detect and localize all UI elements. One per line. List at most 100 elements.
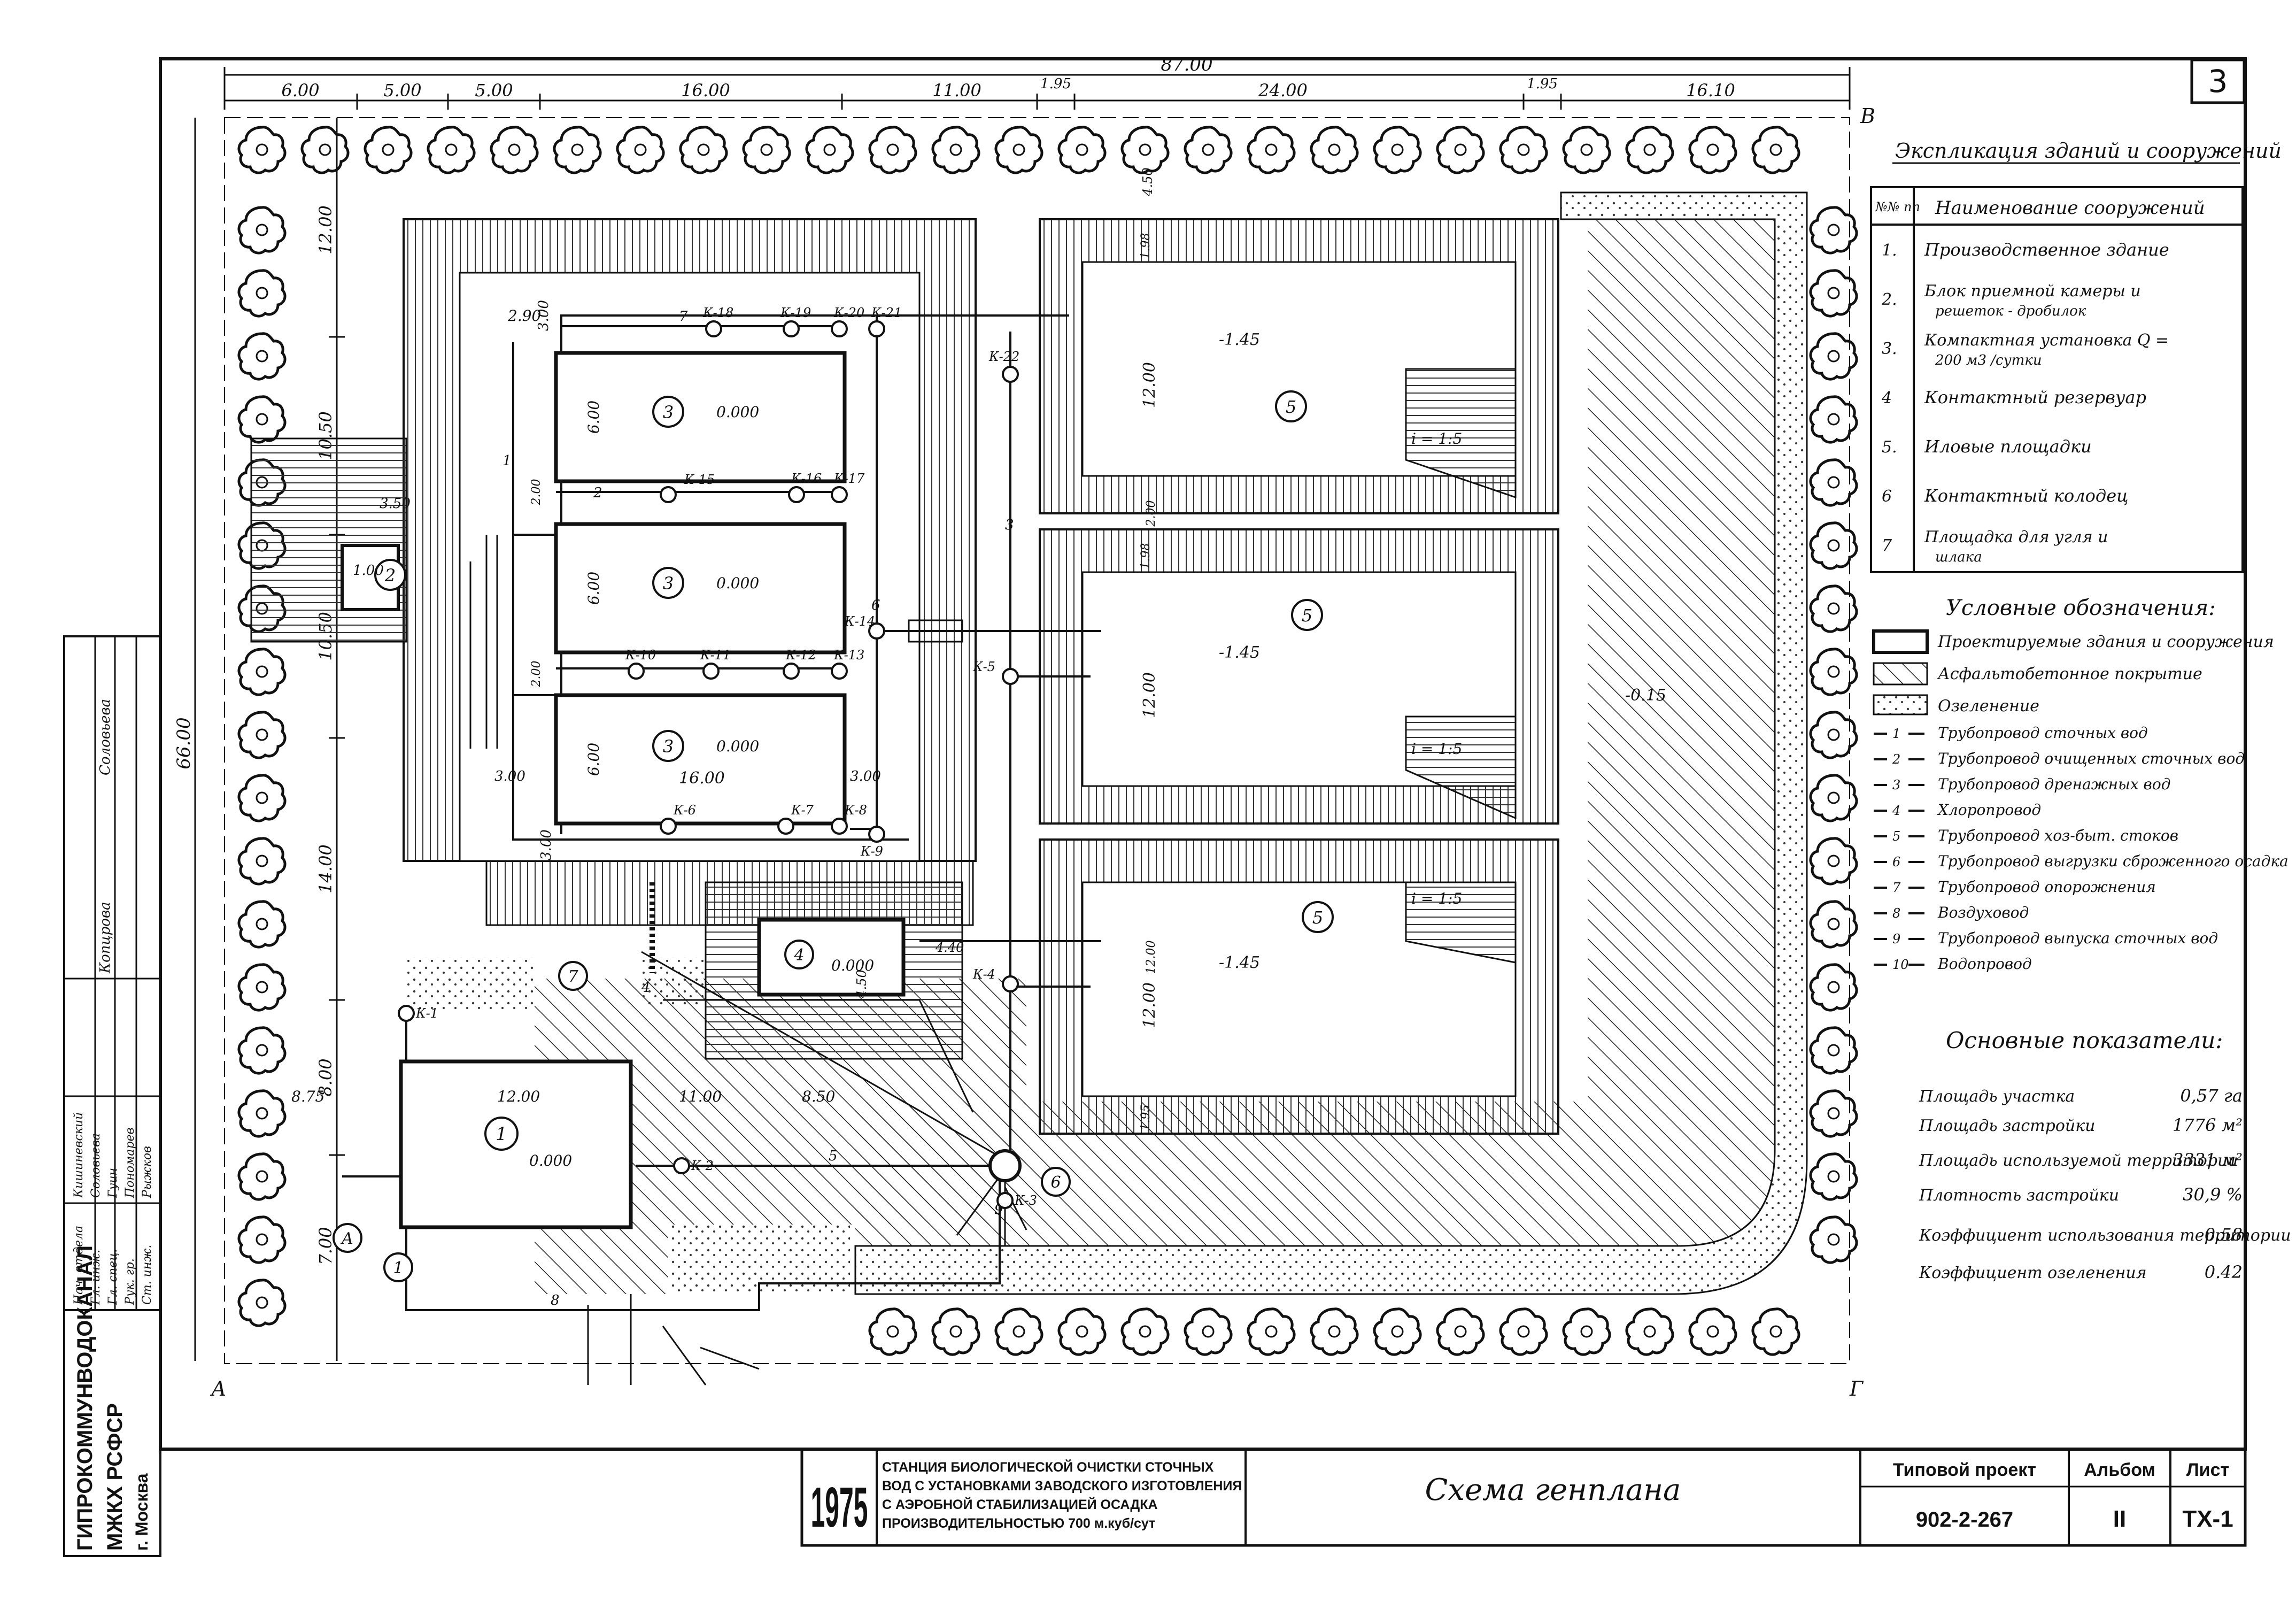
manhole-label-k7: К-7 [791, 803, 814, 818]
sheet-number-badge: 3 [2190, 58, 2246, 104]
tree-icon [744, 127, 790, 173]
point-a-marker [333, 1223, 362, 1253]
legend-line-code: 4 [1892, 803, 1900, 818]
stamp-name: Пономарев [123, 1128, 137, 1198]
building-4-elevation: 0.000 [831, 957, 874, 974]
indicators-title: Основные показатели: [1946, 1027, 2223, 1053]
manhole-label-k21: К-21 [871, 305, 902, 320]
tree-icon [239, 207, 285, 253]
explication-table: Экспликация зданий и сооружений №№ пп На… [1870, 139, 2282, 573]
legend-label: Воздуховод [1937, 904, 2029, 921]
dim-290: 2.90 [507, 307, 541, 325]
legend-label: Трубопровод сточных вод [1938, 724, 2148, 742]
tree-icon [239, 775, 285, 821]
dim-200a: 2.00 [530, 479, 543, 506]
legend-line-code: 6 [1892, 855, 1900, 869]
dim-top-4: 16.00 [681, 80, 730, 101]
dim-top-3: 5.00 [475, 80, 513, 101]
corner-label-a: А [210, 1377, 227, 1400]
manhole-label-k4: К-4 [972, 967, 995, 982]
explication-row-name: Компактная установка Q = [1924, 331, 2169, 350]
tree-icon [933, 127, 979, 173]
tree-icon [870, 127, 916, 173]
stamp-role: Рук. гр. [123, 1258, 137, 1305]
explication-row-name: Контактный колодец [1924, 486, 2128, 506]
dim-440: 4.40 [935, 940, 964, 955]
building-3b-elevation: 0.000 [716, 574, 759, 592]
left-dimension-chain: 66.00 12.00 10.50 10.50 14.00 8.00 7.00 [173, 118, 345, 1361]
dim-200c: 2.00 [1145, 501, 1158, 527]
tree-icon [1811, 712, 1857, 758]
tree-icon [1437, 127, 1483, 173]
tree-icon [1185, 1309, 1231, 1354]
dim-top-2: 5.00 [383, 80, 421, 101]
dim-top-7: 24.00 [1258, 80, 1308, 101]
dim-bed-3: 12.00 [1140, 982, 1159, 1028]
sheet-number: 3 [2208, 63, 2228, 99]
tree-icon [239, 397, 285, 442]
title-desc-3: С АЭРОБНОЙ СТАБИЛИЗАЦИЕЙ ОСАДКА [882, 1496, 1158, 1512]
legend-label: Озеленение [1938, 697, 2039, 715]
dim-1200d: 12.00 [1145, 941, 1158, 974]
bed-2-elevation: -1.45 [1219, 643, 1260, 662]
contact-well-marker [1041, 1167, 1071, 1197]
drainage-pipe-3 [1009, 332, 1091, 1166]
title-type-label: Типовой проект [1893, 1460, 2036, 1480]
dim-200b: 2.00 [530, 661, 543, 688]
manhole-label-k22: К-22 [988, 349, 1019, 364]
dim-350: 3.50 [380, 496, 411, 512]
dim-left-6: 7.00 [315, 1227, 336, 1265]
coal-area-number: 7 [568, 967, 578, 986]
point-1-label: 1 [393, 1259, 403, 1277]
manhole-label-k5: К-5 [972, 659, 995, 674]
tree-icon [1437, 1309, 1483, 1354]
stamp-name: Гуин [106, 1168, 120, 1198]
title-album-label: Альбом [2084, 1460, 2155, 1480]
building-3b [554, 522, 847, 655]
tree-icon [1690, 1309, 1736, 1354]
legend-label: Трубопровод очищенных сточных вод [1938, 750, 2245, 767]
building-3a-elevation: 0.000 [716, 403, 759, 421]
explication-row-num: 7 [1882, 536, 1892, 555]
dim-300a: 3.00 [536, 300, 552, 331]
legend-label: Трубопровод дренажных вод [1938, 775, 2170, 793]
building-3a [554, 351, 847, 483]
building-1 [399, 1059, 633, 1229]
drawing-title: Схема генплана [1425, 1473, 1681, 1507]
legend-label: Трубопровод выпуска сточных вод [1938, 929, 2218, 947]
site-connections [587, 1294, 760, 1386]
dim-1600: 16.00 [679, 769, 725, 788]
side-stamp-extra-1: Копцрова [97, 902, 113, 974]
building-2-number: 2 [384, 565, 396, 586]
explication-row-num: 4 [1881, 389, 1892, 407]
tree-icon [1501, 1309, 1547, 1354]
tree-icon [1564, 1309, 1610, 1354]
tree-icon [239, 712, 285, 758]
dim-total-width: 87.00 [1161, 54, 1212, 75]
legend-line-code: 7 [1892, 880, 1901, 895]
pipe-label-6: 6 [871, 597, 880, 613]
legend-label: Водопровод [1937, 955, 2032, 973]
pipes-1-2 [469, 535, 498, 749]
pipe-label-3: 3 [1005, 517, 1014, 533]
title-block-frame [800, 1448, 2247, 1547]
building-3b-marker [652, 567, 684, 599]
legend-line-code: 2 [1892, 752, 1900, 767]
inner-dimensions: 2.90 3.00 3.50 3.00 3.00 3.00 6.00 6.00 … [291, 300, 1158, 1105]
explication-row-num: 2. [1881, 290, 1897, 309]
legend-line-code: 10 [1892, 957, 1909, 972]
manhole-label-k16: К-16 [791, 471, 822, 486]
manhole-label-k10: К-10 [625, 648, 656, 663]
stamp-name: Рыжков [141, 1146, 154, 1198]
contact-well-main [988, 1149, 1022, 1182]
tree-icon [681, 127, 726, 173]
building-2 [341, 544, 400, 611]
dim-bed-2: 12.00 [1140, 672, 1159, 718]
dim-top-1: 6.00 [281, 80, 319, 101]
manhole-k6 [660, 818, 677, 835]
explication-title: Экспликация зданий и сооружений [1895, 139, 2282, 163]
tree-icon [239, 1028, 285, 1073]
indicator-value: 0.58 [2205, 1225, 2243, 1245]
tree-icon [1122, 127, 1168, 173]
